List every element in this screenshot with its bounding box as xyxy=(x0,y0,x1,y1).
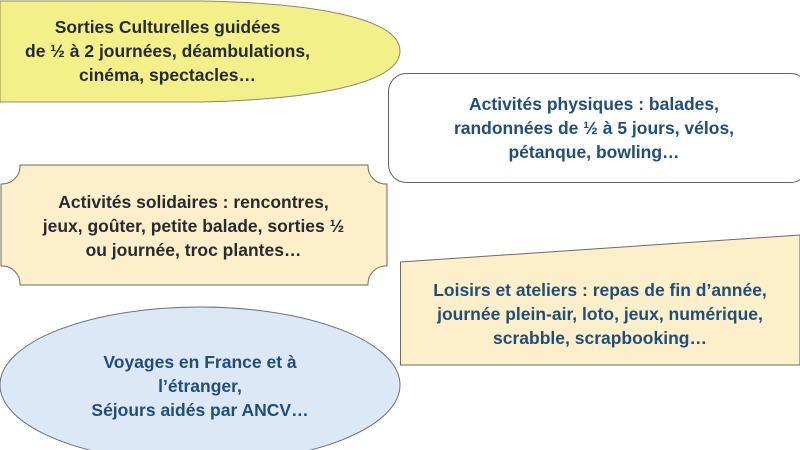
leisure-line: journée plein-air, loto, jeux, numérique… xyxy=(437,304,763,324)
solidarity-shape xyxy=(0,164,388,286)
solidarity-line: ou journée, troc plantes… xyxy=(85,240,302,260)
physical-line: pétanque, bowling… xyxy=(508,142,680,162)
physical-line: randonnées de ½ à 5 jours, vélos, xyxy=(453,118,735,138)
travel-box: Voyages en France et à l’étranger, Séjou… xyxy=(0,338,400,434)
culture-box: Sorties Culturelles guidées de ½ à 2 jou… xyxy=(0,8,335,94)
travel-line: Voyages en France et à xyxy=(103,352,297,372)
travel-line: Séjours aidés par ANCV… xyxy=(91,400,309,420)
culture-line: de ½ à 2 journées, déambulations, xyxy=(25,41,310,61)
travel-line: l’étranger, xyxy=(158,376,242,396)
leisure-shape xyxy=(400,234,800,366)
physical-line: Activités physiques : balades, xyxy=(469,94,719,114)
culture-shape xyxy=(0,0,401,103)
leisure-line: scrabble, scrapbooking… xyxy=(493,328,707,348)
physical-box: Activités physiques : balades, randonnée… xyxy=(388,80,800,176)
culture-line: cinéma, spectacles… xyxy=(78,65,257,85)
leisure-line: Loisirs et ateliers : repas de fin d’ann… xyxy=(433,280,767,300)
solidarity-line: jeux, goûter, petite balade, sorties ½ xyxy=(42,216,345,236)
travel-shape xyxy=(0,306,401,450)
leisure-box: Loisirs et ateliers : repas de fin d’ann… xyxy=(400,266,800,362)
solidarity-box: Activités solidaires : rencontres, jeux,… xyxy=(0,178,387,274)
physical-shape xyxy=(388,73,800,183)
culture-line: Sorties Culturelles guidées xyxy=(54,17,281,37)
solidarity-line: Activités solidaires : rencontres, xyxy=(58,192,329,212)
